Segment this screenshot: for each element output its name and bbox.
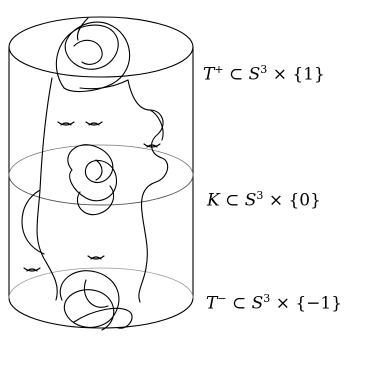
label-top-times: × (272, 64, 287, 85)
handle-2-upper (85, 121, 103, 126)
handle-5-lower (26, 268, 38, 272)
label-top-sign: + (214, 63, 224, 76)
label-middle-subset: ⊂ (225, 190, 240, 211)
cylinder-outline (8, 16, 194, 329)
label-top-set: {1} (292, 64, 325, 85)
label-bottom-slice: T− ⊂ S3 × {−1} (206, 292, 342, 314)
handle-5-upper (23, 267, 41, 272)
label-top-subset: ⊂ (228, 64, 244, 85)
label-bottom-set: {−1} (295, 293, 343, 314)
label-middle-power: 3 (256, 189, 264, 202)
surface-handles (23, 121, 161, 272)
handle-3-upper (143, 143, 161, 148)
middle-slice (8, 144, 194, 206)
label-middle-slice: K ⊂ S3 × {0} (207, 189, 321, 211)
surface-left-pinch (21, 189, 45, 255)
handle-1-lower (60, 122, 72, 126)
label-top-power: 3 (260, 63, 268, 76)
surface-crossing-strand (79, 79, 129, 90)
bottom-boundary-front-arc (8, 297, 194, 329)
label-middle-space: S (244, 190, 257, 211)
handle-2-lower (88, 122, 100, 126)
label-bottom-knot: T (206, 293, 218, 314)
label-bottom-times: × (275, 293, 290, 314)
handle-3-lower (146, 144, 158, 148)
surface-right-bulge (149, 109, 164, 141)
label-top-knot: T (203, 64, 215, 85)
handle-1-upper (57, 121, 75, 126)
handle-4-upper (87, 255, 105, 260)
middle-slice-back-arc (8, 144, 194, 176)
bottom-boundary-back-arc (8, 267, 194, 299)
label-middle-set: {0} (288, 190, 321, 211)
middle-knot (67, 144, 117, 216)
handle-4-lower (90, 256, 102, 260)
top-knot (55, 17, 131, 93)
label-top-slice: T+ ⊂ S3 × {1} (203, 63, 325, 85)
label-top-space: S (248, 64, 261, 85)
bottom-knot (59, 270, 133, 331)
surface-right-sheet (127, 79, 169, 303)
label-bottom-sign: − (217, 292, 227, 305)
label-bottom-power: 3 (263, 292, 271, 305)
label-bottom-subset: ⊂ (231, 293, 247, 314)
middle-slice-front-arc (8, 174, 194, 206)
surface-left-sheet (36, 77, 58, 301)
label-middle-knot: K (207, 190, 220, 211)
label-middle-times: × (268, 190, 284, 211)
label-bottom-space: S (251, 293, 264, 314)
cobordism-surface (21, 77, 169, 303)
